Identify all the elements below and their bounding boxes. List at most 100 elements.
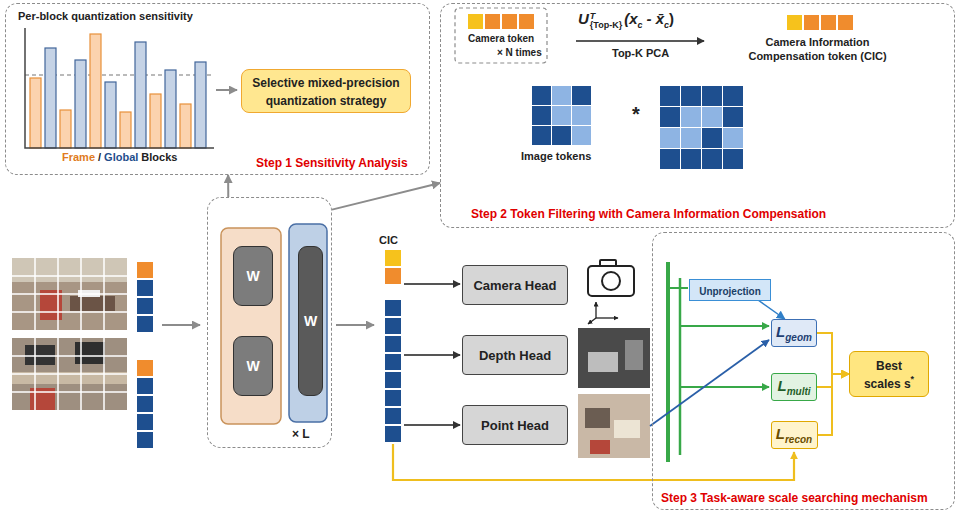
point-shape: [614, 420, 640, 438]
step-region: Per-block quantization sensitivityStep 1…: [5, 3, 430, 175]
image-token: [552, 126, 571, 145]
box-text: W: [246, 357, 259, 375]
image-token: [137, 396, 153, 412]
loss-box: Lgeom: [771, 319, 817, 347]
depth-shape: [625, 340, 643, 370]
text: multi: [787, 386, 811, 397]
filter-cell: [660, 128, 680, 148]
separator: /: [98, 151, 101, 163]
text: *: [911, 374, 915, 384]
label-group: Frame/GlobalBlocks: [62, 151, 177, 163]
image-token: [385, 354, 401, 370]
unprojection-box: Unprojection: [689, 279, 771, 301]
camera-token: [137, 262, 153, 278]
script-stack: T{Top-K}: [590, 12, 622, 31]
global-attention-block: [289, 224, 327, 422]
filter-cell: [702, 149, 722, 169]
image-token: [572, 106, 591, 125]
blue-arrow: [650, 340, 769, 426]
global-bar: [75, 60, 86, 148]
image-token: [137, 378, 153, 394]
depth-map: [578, 328, 650, 388]
image-token: [385, 300, 401, 316]
box-text: Unprojection: [699, 281, 761, 299]
token-label: Image tokens: [521, 150, 591, 162]
cic-token: [821, 15, 836, 30]
region-title: Step 1 Sensitivity Analysis: [256, 156, 408, 170]
box-text: W: [246, 267, 259, 285]
image-token: [385, 426, 401, 442]
filter-cell: [681, 128, 701, 148]
formula-part: U: [578, 10, 589, 27]
region-title: Step 3 Task-aware scale searching mechan…: [661, 491, 928, 505]
text: Depth Head: [479, 348, 551, 363]
loss-box: Lrecon: [771, 421, 818, 449]
output-arrow: [336, 324, 374, 326]
filter-cell: [723, 107, 743, 127]
filter-cell: [681, 107, 701, 127]
global-bar: [195, 62, 206, 148]
text: Selective mixed-precision quantization s…: [252, 76, 399, 108]
filter-cell: [723, 128, 743, 148]
model-block: × LWWW: [207, 197, 332, 448]
head-arrow: [404, 354, 460, 356]
connector: [818, 374, 850, 435]
patch-grid: [12, 258, 127, 330]
frame-attention-block: [221, 228, 281, 424]
filter-cell: [660, 107, 680, 127]
connector: [332, 183, 440, 210]
weight-block: W: [233, 246, 273, 306]
cic-token: [804, 15, 819, 30]
cic-token: [385, 268, 401, 284]
result-box: Best scales s*: [849, 351, 929, 397]
weight-block: W: [298, 246, 323, 396]
photo-monitor: [75, 342, 105, 364]
repeat-label: × N times: [497, 47, 542, 58]
photo-wall: [12, 258, 127, 282]
operator: *: [632, 103, 640, 126]
point-map: [578, 394, 650, 458]
box-text: Camera Head: [473, 276, 556, 294]
patch-grid: [12, 338, 127, 410]
formula-part: ): [669, 10, 674, 27]
head-arrow: [404, 424, 460, 426]
box-text: W: [304, 312, 317, 330]
loss-box: Lmulti: [771, 373, 817, 401]
connector: [227, 175, 229, 197]
frame-bar: [60, 110, 71, 148]
token-label: Camera token: [468, 33, 534, 44]
token-group-outline: [455, 8, 547, 63]
text: L: [776, 323, 785, 340]
camera-token: [468, 14, 483, 29]
formula-sup: T: [590, 12, 622, 21]
filter-cell: [723, 149, 743, 169]
image-token: [137, 432, 153, 448]
formula-part: (x: [624, 10, 637, 27]
text: recon: [785, 434, 812, 445]
text: W: [246, 268, 259, 284]
image-token: [137, 298, 153, 314]
head-box: Depth Head: [462, 335, 568, 375]
cic-token: [787, 15, 802, 30]
frame-bar: [30, 78, 41, 148]
text: L: [776, 425, 785, 442]
global-bar: [45, 48, 56, 148]
green-bus: [666, 262, 670, 462]
box-text: Best scales s*: [856, 356, 922, 392]
input-photo: [12, 338, 127, 410]
formula-sub: c: [638, 20, 643, 30]
image-token: [385, 390, 401, 406]
frame-bar: [150, 94, 161, 148]
image-token: [572, 86, 591, 105]
image-token: [552, 106, 571, 125]
token-label: CIC: [379, 234, 398, 246]
connector: [759, 301, 785, 320]
filter-cell: [660, 86, 680, 106]
text: Best scales s: [864, 359, 911, 391]
cic-token: [385, 250, 401, 266]
photo-monitor: [25, 345, 55, 365]
box-text: Depth Head: [479, 346, 551, 364]
head-box: Camera Head: [462, 265, 568, 305]
input-photo: [12, 258, 127, 330]
axis: [596, 317, 618, 318]
